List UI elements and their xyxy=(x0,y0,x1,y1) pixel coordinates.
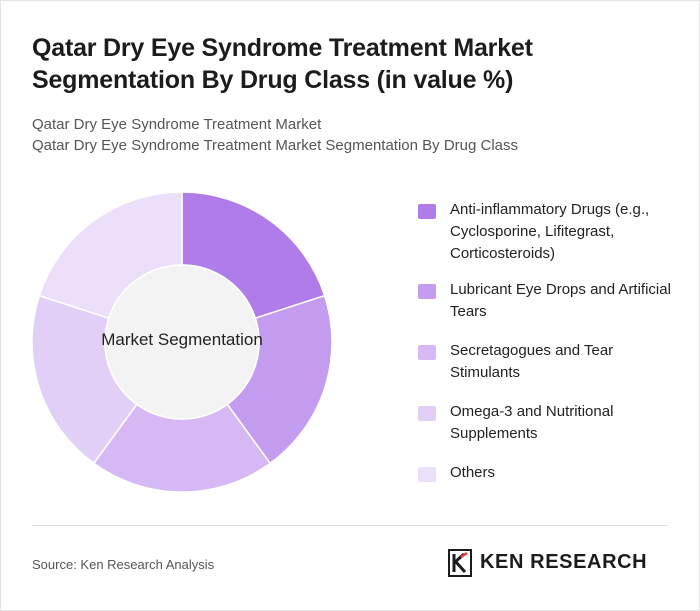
donut-chart xyxy=(31,191,333,493)
legend-item-1[interactable]: Anti-inflammatory Drugs (e.g., Cyclospor… xyxy=(418,199,678,265)
legend-label: Omega-3 and Nutritional Supplements xyxy=(450,403,614,442)
legend-swatch xyxy=(418,204,436,219)
legend-item-5[interactable]: Others xyxy=(418,462,678,484)
chart-legend: Anti-inflammatory Drugs (e.g., Cyclospor… xyxy=(418,199,678,484)
legend-swatch xyxy=(418,467,436,482)
ken-research-logo-text: KEN RESEARCH xyxy=(480,551,648,573)
legend-swatch xyxy=(418,284,436,299)
ken-research-logo: KEN RESEARCH xyxy=(448,549,670,577)
legend-label: Others xyxy=(450,464,496,481)
ken-research-logo-icon xyxy=(448,549,472,577)
legend-item-3[interactable]: Secretagogues and Tear Stimulants xyxy=(418,340,678,384)
subtitle-line-1: Qatar Dry Eye Syndrome Treatment Market xyxy=(32,116,322,133)
donut-center-label: Market Segmentation xyxy=(101,330,263,349)
chart-subtitle: Qatar Dry Eye Syndrome Treatment Market … xyxy=(32,114,672,156)
chart-title: Qatar Dry Eye Syndrome Treatment Market … xyxy=(32,34,533,94)
donut-center xyxy=(104,264,260,420)
legend-label: Anti-inflammatory Drugs (e.g., Cyclospor… xyxy=(450,201,650,262)
legend-swatch xyxy=(418,345,436,360)
legend-label: Lubricant Eye Drops and Artificial Tears xyxy=(450,281,671,320)
subtitle-line-2: Qatar Dry Eye Syndrome Treatment Market … xyxy=(32,137,519,154)
legend-item-2[interactable]: Lubricant Eye Drops and Artificial Tears xyxy=(418,279,678,323)
legend-swatch xyxy=(418,406,436,421)
footer-divider xyxy=(32,525,668,526)
legend-label: Secretagogues and Tear Stimulants xyxy=(450,342,614,381)
source-note: Source: Ken Research Analysis xyxy=(32,557,215,572)
legend-item-4[interactable]: Omega-3 and Nutritional Supplements xyxy=(418,401,678,445)
